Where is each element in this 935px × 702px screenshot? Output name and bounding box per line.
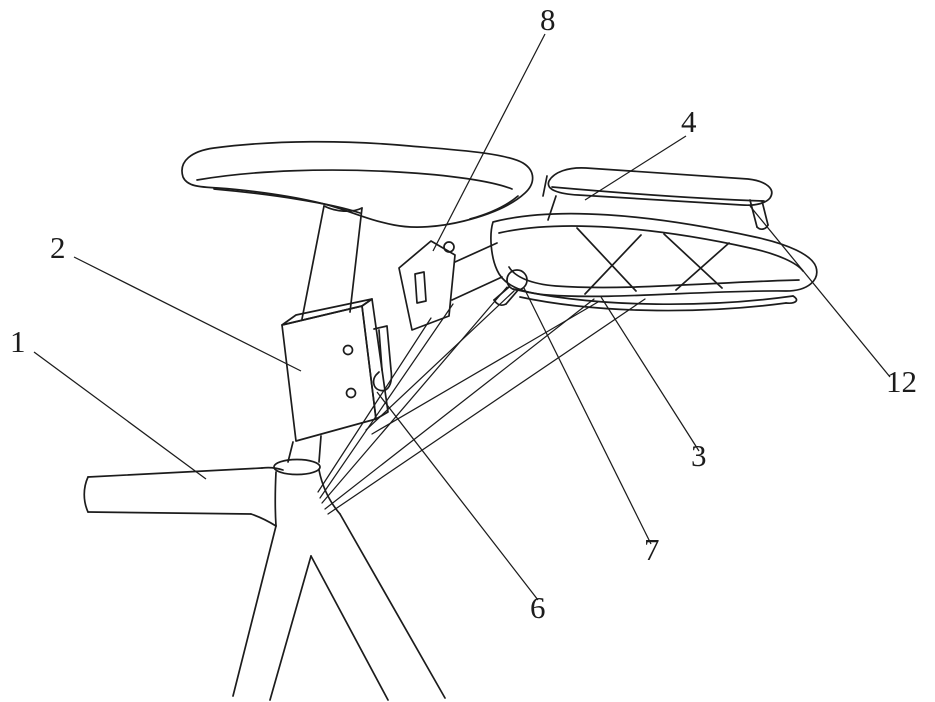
saddle	[181, 140, 534, 228]
strut-3	[321, 286, 508, 504]
stay-tube-outer-edge	[339, 513, 446, 699]
leader-line-8	[432, 33, 546, 252]
junction-right-shoulder	[318, 469, 341, 515]
stay-tube-inner-edge	[310, 555, 389, 701]
bracket-arm-upper	[454, 242, 498, 263]
junction-left-side	[274, 471, 277, 527]
part-labels: 8 4 2 1 12 3 7 6	[10, 2, 917, 625]
latch-hook	[372, 325, 393, 392]
leader-line-3	[600, 296, 700, 452]
strut-2	[319, 303, 454, 499]
leader-line-2	[73, 256, 302, 372]
rack-frame	[490, 212, 818, 312]
saddle-outline	[181, 140, 534, 228]
seat-clamp	[281, 298, 389, 442]
down-tube-outer-edge	[232, 525, 277, 697]
platform-outline	[547, 167, 773, 207]
knob-stem-right	[505, 288, 520, 305]
top-tube-end-cap	[83, 476, 89, 513]
saddle-top-crease	[196, 169, 513, 190]
leader-line-6	[376, 391, 539, 601]
platform-left-tip	[542, 175, 548, 197]
part-label-4: 4	[681, 104, 697, 139]
top-tube-lower-edge	[87, 511, 252, 515]
part-label-2: 2	[50, 230, 66, 265]
rack-crossbar-4	[675, 242, 730, 291]
leader-line-12	[749, 205, 891, 378]
rack-crossbar-1	[576, 227, 637, 292]
bike-frame	[83, 466, 446, 701]
rack-inner-top-rail	[498, 225, 804, 272]
platform-thickness-line	[551, 186, 765, 202]
saddle-nose-underside	[469, 195, 519, 220]
clamp-front-face	[281, 305, 377, 442]
part-label-1: 1	[10, 324, 26, 359]
leader-line-7	[523, 287, 652, 545]
rack-platform	[542, 167, 773, 231]
junction-upper-merge	[261, 466, 284, 471]
top-tube-upper-edge	[87, 467, 263, 478]
platform-end-bracket-left	[749, 199, 758, 228]
seat-post	[273, 205, 363, 476]
rack-crossbar-2	[584, 234, 642, 295]
support-struts	[317, 286, 646, 515]
clamp-side-face	[361, 298, 389, 420]
strut-7	[371, 301, 599, 435]
part-label-7: 7	[644, 532, 660, 567]
part-label-8: 8	[540, 2, 556, 37]
mount-bracket	[398, 240, 503, 331]
leader-line-1	[33, 351, 207, 480]
bracket-slot	[414, 271, 427, 304]
down-tube-inner-edge	[269, 555, 312, 701]
post-right-edge	[349, 207, 363, 313]
platform-end-bracket-right	[761, 200, 769, 226]
platform-left-support	[547, 195, 557, 221]
saddle-shell-line	[213, 188, 361, 214]
post-top-join	[323, 205, 363, 212]
bracket-arm-lower	[451, 276, 503, 301]
rack-crossbar-3	[663, 233, 723, 289]
rack-lower-rail-end	[785, 295, 798, 304]
bracket-pivot-hole	[443, 241, 455, 253]
strut-1	[317, 317, 432, 493]
leader-lines	[33, 33, 891, 601]
hook-body	[372, 325, 393, 392]
strut-4	[324, 298, 595, 510]
strut-5	[327, 298, 646, 515]
rack-lower-rail-outer	[512, 288, 794, 306]
rack-inner-bottom-rail	[508, 266, 800, 289]
clamp-bolt-lower	[345, 387, 357, 399]
rack-outer-loop	[490, 212, 818, 298]
part-label-3: 3	[691, 438, 707, 473]
bracket-plate	[398, 240, 456, 331]
post-lower-right	[318, 435, 322, 463]
rack-lower-rail-inner	[519, 296, 787, 312]
post-lower-left	[287, 441, 294, 463]
seat-collar	[273, 458, 321, 476]
platform-end-bracket-curl	[756, 224, 769, 231]
post-left-edge	[301, 205, 325, 320]
junction-lower-merge	[250, 513, 277, 527]
part-label-6: 6	[530, 590, 546, 625]
hook-inner-edge	[378, 329, 383, 371]
clamp-bolt-upper	[342, 344, 354, 356]
leader-line-4	[584, 135, 687, 201]
strut-6	[365, 290, 515, 431]
part-label-12: 12	[886, 364, 917, 399]
